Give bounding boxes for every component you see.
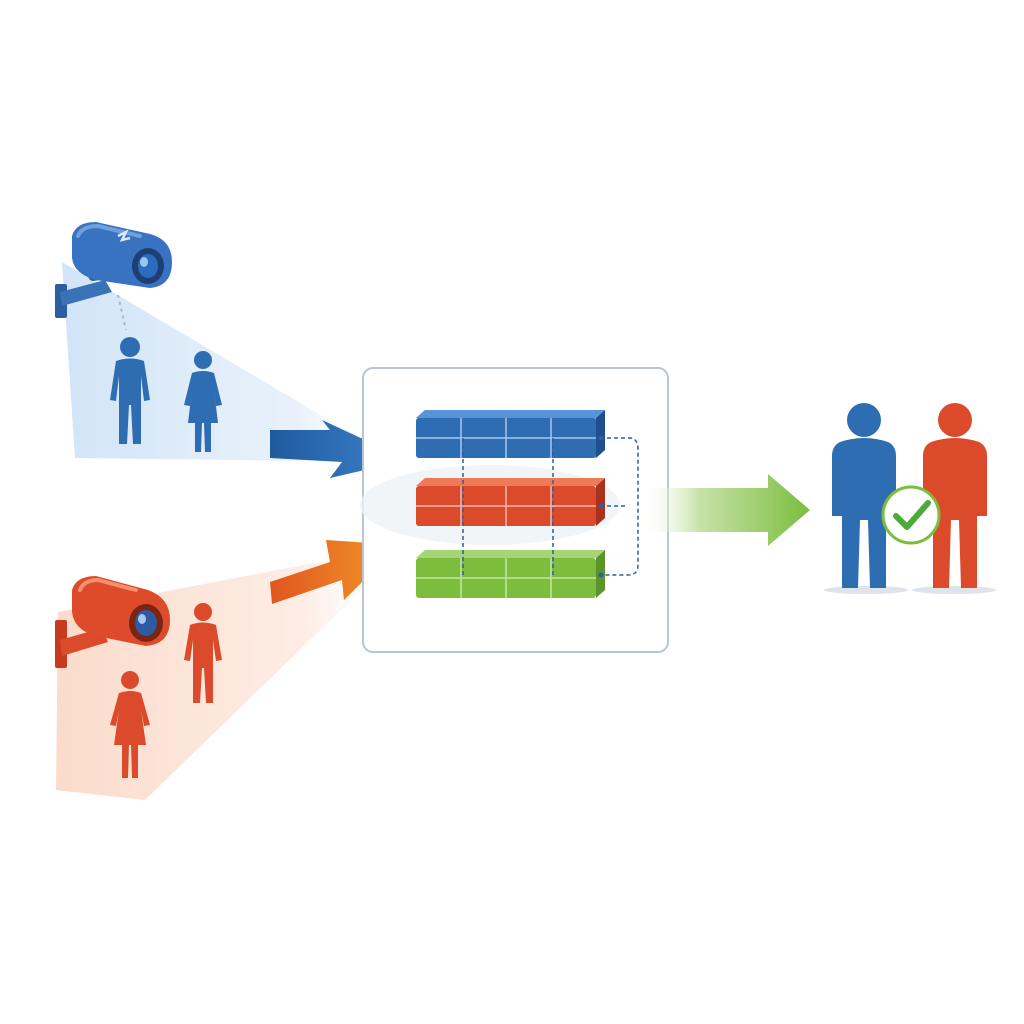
- feature-layer-blue: [416, 410, 605, 458]
- person-male-icon: [110, 337, 150, 444]
- camera-beam-top: [62, 262, 400, 462]
- arrow-green-output: [640, 474, 810, 546]
- feature-layer-red: [416, 478, 605, 526]
- camera-sight-line: [117, 294, 127, 331]
- person-female-icon: [184, 351, 222, 452]
- person-male-icon: [923, 403, 987, 588]
- match-result: [824, 403, 996, 594]
- person-female-icon: [110, 671, 150, 778]
- camera-view-top: [55, 222, 408, 478]
- checkmark-circle-icon: [881, 485, 941, 545]
- processing-module: [360, 367, 669, 653]
- layer-connectors: [462, 435, 639, 578]
- feature-layer-green: [416, 550, 605, 598]
- person-male-icon: [184, 603, 222, 703]
- security-camera-icon: [55, 222, 172, 318]
- camera-view-bottom: [55, 540, 408, 800]
- security-camera-icon: [55, 576, 170, 668]
- person-male-icon: [832, 403, 896, 588]
